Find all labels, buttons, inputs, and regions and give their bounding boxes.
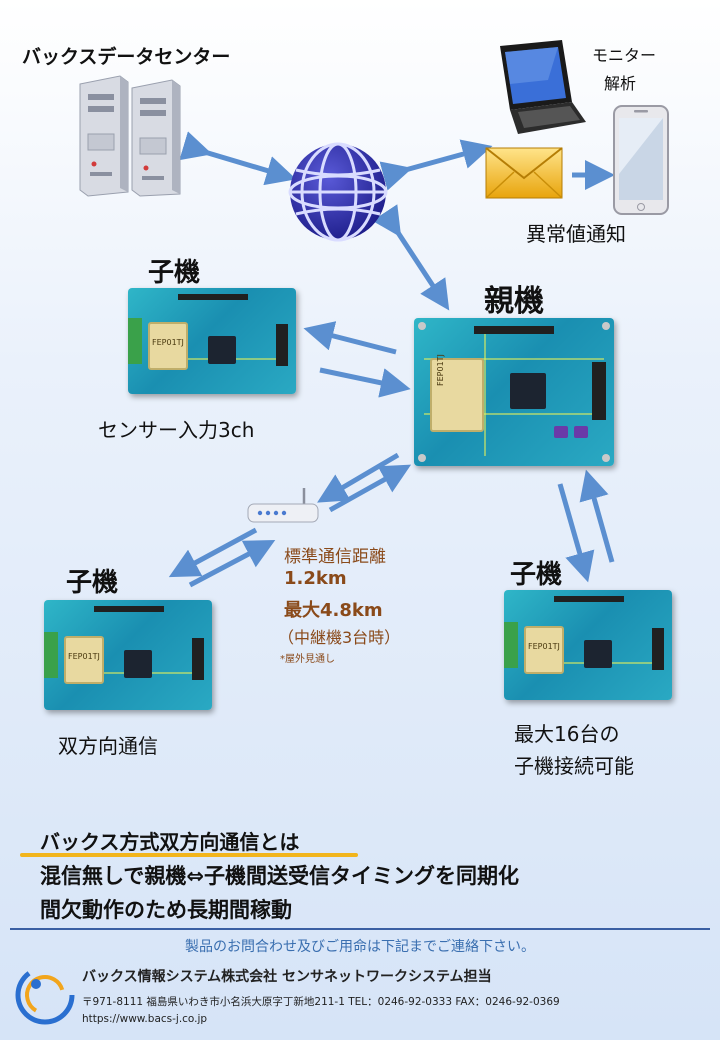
router-icon [247,488,319,523]
arrow-globe-parent [372,204,450,311]
company-logo-icon [15,965,75,1025]
company-url[interactable]: https://www.bacs-j.co.jp [82,1013,208,1025]
child-module-text-1: FEP01TJ [152,338,184,347]
max-units-line1: 最大16台の [514,722,620,746]
child-label-1: 子機 [148,258,201,288]
arrow-datacenter-globe [179,131,297,186]
arrow-child-to-router [188,539,276,588]
child-board-3: FEP01TJ [504,590,672,700]
sensor-caption: センサー入力3ch [98,418,255,442]
child-label-3: 子機 [510,560,563,590]
child-board-1: FEP01TJ [128,288,296,394]
alert-label: 異常値通知 [526,222,626,246]
arrow-globe-mail [379,139,493,191]
heading-underline [20,853,358,857]
analysis-label: 解析 [604,74,637,93]
arrow-parent-to-child3 [557,483,595,583]
child-module-text-3: FEP01TJ [528,642,560,651]
footer-divider [10,928,710,930]
summary-line1: 混信無しで親機⇔子機間送受信タイミングを同期化 [40,864,519,888]
range-title: 標準通信距離 [284,547,386,567]
arrow-sensor-to-parent [319,367,411,398]
envelope-icon [485,147,563,199]
arrow-layer [168,131,615,588]
smartphone-icon [613,105,669,215]
child-label-2: 子機 [66,568,119,598]
summary-line2: 間欠動作のため長期間稼動 [40,898,292,922]
arrow-router-to-parent [328,464,412,513]
parent-module-text: FEP01TJ [436,354,445,386]
contact-text: 製品のお問合わせ及びご用命は下記までご連絡下さい。 [185,939,535,955]
parent-board: FEP01TJ [414,318,614,466]
max-units-line2: 子機接続可能 [514,754,634,778]
company-address: 〒971-8111 福島県いわき市小名浜大原字丁新地211-1 TEL：0246… [82,996,560,1008]
range-note: *屋外見通し [280,654,335,665]
range-standard: 1.2km [284,568,347,589]
arrow-parent-to-router [317,452,400,503]
child-module-text-2: FEP01TJ [68,652,100,661]
arrow-child3-to-parent [579,469,615,563]
bidirectional-caption: 双方向通信 [58,734,158,758]
range-max: 最大4.8km [284,600,383,621]
child-board-2: FEP01TJ [44,600,212,710]
arrow-parent-to-sensor [303,321,397,355]
laptop-icon [500,40,586,134]
range-repeater: （中継機3台時） [278,628,401,647]
arrow-router-to-child [168,527,258,578]
summary-heading: バックス方式双方向通信とは [40,830,300,854]
parent-label: 親機 [484,284,544,319]
company-name: バックス情報システム株式会社 センサネットワークシステム担当 [82,969,492,985]
monitor-label: モニター [592,46,657,65]
server-icon [79,75,181,197]
system-diagram: バックスデータセンター [22,40,672,778]
globe-icon [288,142,388,242]
datacenter-label: バックスデータセンター [22,46,231,68]
